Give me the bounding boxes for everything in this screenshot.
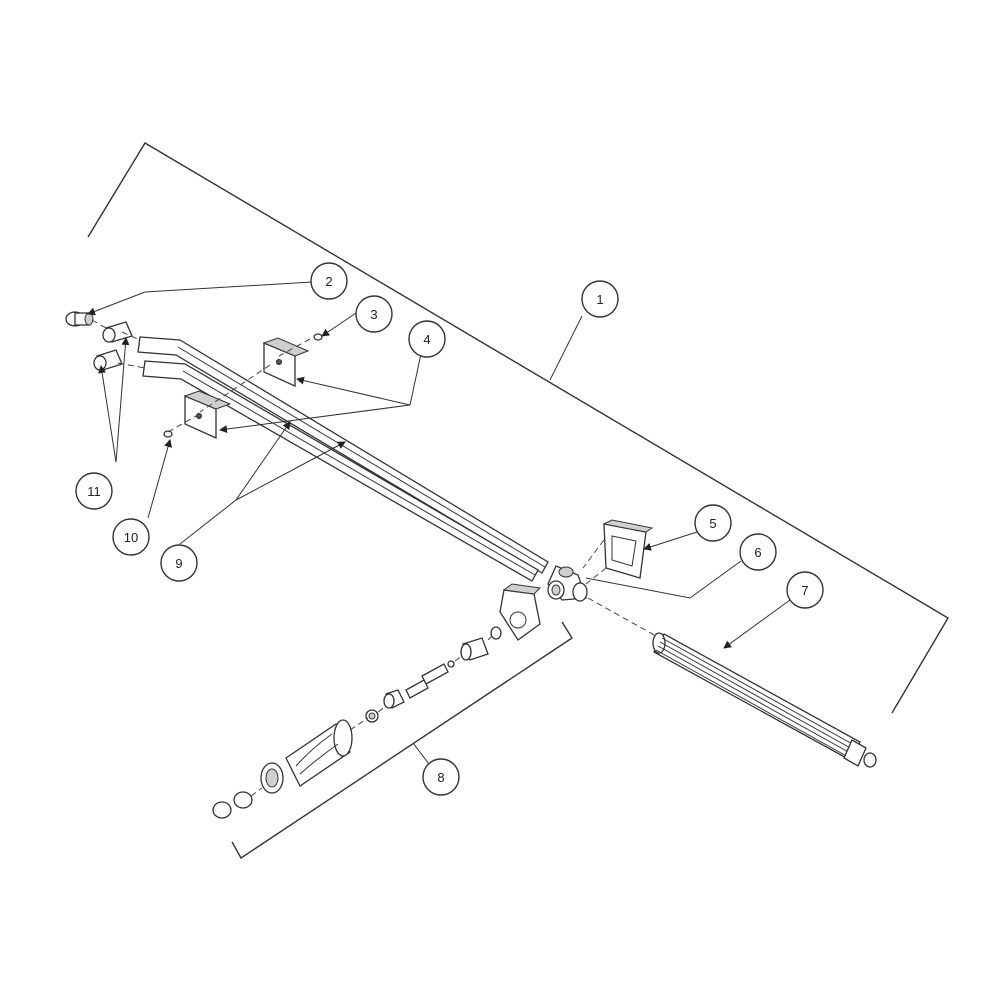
svg-text:6: 6	[754, 545, 761, 560]
callout-11: 11	[75, 472, 113, 510]
screw-lower-part	[163, 430, 173, 438]
svg-text:9: 9	[175, 556, 182, 571]
assembly-lines-gun	[250, 635, 493, 797]
trigger-housing-part	[499, 583, 542, 641]
callout-5: 5	[694, 504, 732, 542]
end-cap-part	[212, 791, 253, 819]
assembly-bracket-8	[231, 621, 573, 860]
svg-text:2: 2	[325, 274, 332, 289]
svg-text:3: 3	[370, 307, 377, 322]
callout-10: 10	[112, 518, 150, 556]
svg-text:7: 7	[801, 583, 808, 598]
callout-8: 8	[422, 758, 460, 796]
svg-text:1: 1	[596, 292, 603, 307]
assembly-bracket-1	[87, 142, 949, 714]
guard-frame-part	[582, 519, 654, 585]
valve-part	[460, 626, 502, 661]
svg-text:4: 4	[423, 332, 430, 347]
grip-sleeve-part	[652, 632, 877, 768]
svg-text:5: 5	[709, 516, 716, 531]
assembly-line-7	[587, 597, 657, 637]
tee-coupling-part	[547, 565, 588, 602]
nut-washer-part	[365, 689, 405, 723]
lance-tubes	[137, 336, 549, 582]
end-fitting-part	[65, 311, 94, 327]
svg-text:10: 10	[124, 530, 138, 545]
bracket-upper-part	[262, 337, 310, 388]
callout-7: 7	[786, 571, 824, 609]
leader-lines	[87, 281, 791, 649]
handle-grip-part	[260, 719, 353, 794]
callout-1: 1	[581, 280, 619, 318]
callout-9: 9	[160, 544, 198, 582]
stem-part	[405, 660, 455, 699]
callout-4: 4	[408, 320, 446, 358]
svg-text:8: 8	[437, 770, 444, 785]
callout-3: 3	[355, 295, 393, 333]
callout-6: 6	[739, 533, 777, 571]
coupler-parts	[93, 321, 133, 371]
screw-upper-part	[313, 333, 323, 341]
svg-text:11: 11	[87, 484, 101, 499]
callout-2: 2	[310, 262, 348, 300]
assembly-lines-upper	[91, 319, 311, 433]
